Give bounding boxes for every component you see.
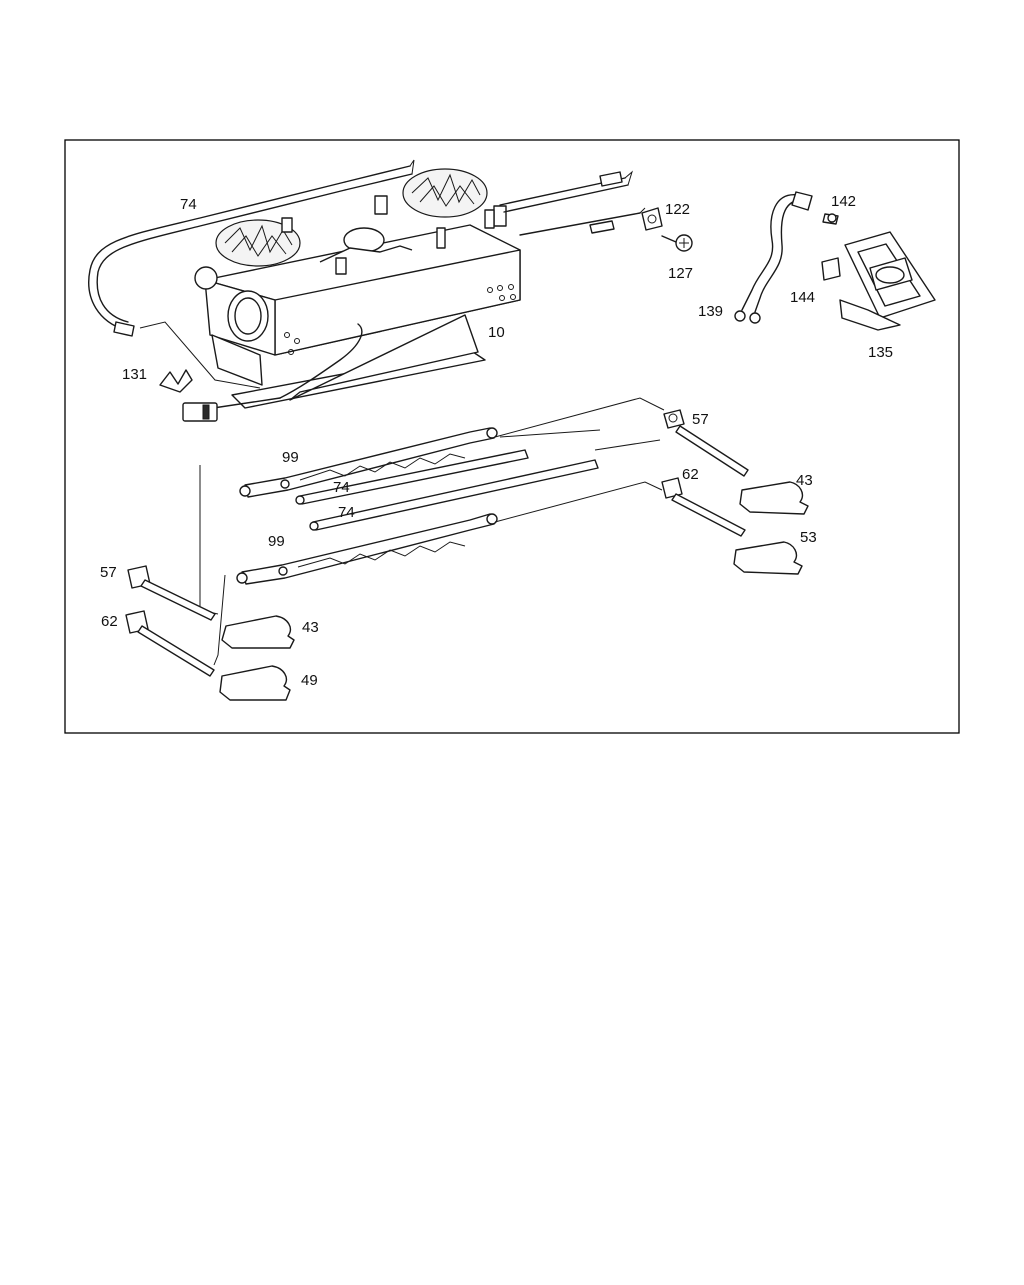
knob-53	[733, 541, 803, 575]
shaft-62-left	[125, 610, 215, 677]
screw-127	[661, 234, 693, 252]
label-62-left: 62	[101, 613, 118, 630]
label-74-mid: 74	[333, 479, 350, 496]
label-62-right: 62	[682, 466, 699, 483]
bracket-144	[821, 257, 841, 281]
connector-plug	[182, 402, 218, 422]
housing-135	[839, 231, 936, 331]
label-135: 135	[868, 344, 893, 361]
label-99-upper: 99	[282, 449, 299, 466]
label-74-top: 74	[180, 196, 197, 213]
label-43-left: 43	[302, 619, 319, 636]
spring-clip-131	[159, 369, 193, 393]
shaft-57-left	[127, 565, 216, 621]
lever-assembly-lower	[236, 513, 498, 585]
cable-74-top	[88, 159, 415, 337]
shaft-57-right	[663, 409, 749, 477]
label-144: 144	[790, 289, 815, 306]
wire-harness-139	[734, 191, 813, 324]
label-139: 139	[698, 303, 723, 320]
cables-top-right	[499, 170, 646, 236]
diagram-border	[64, 139, 960, 734]
bulb-142	[822, 213, 839, 225]
label-99-lower: 99	[268, 533, 285, 550]
label-43-right: 43	[796, 472, 813, 489]
cable-clip-122	[641, 207, 663, 231]
label-127: 127	[668, 265, 693, 282]
label-57-right: 57	[692, 411, 709, 428]
label-74-low: 74	[338, 504, 355, 521]
knob-49	[219, 665, 291, 701]
shaft-62-right	[661, 477, 746, 537]
lever-assembly-upper	[239, 427, 599, 531]
knob-43-right	[739, 481, 809, 515]
label-131: 131	[122, 366, 147, 383]
label-57-left: 57	[100, 564, 117, 581]
label-142: 142	[831, 193, 856, 210]
label-53: 53	[800, 529, 817, 546]
knob-43-left	[221, 615, 295, 649]
label-122: 122	[665, 201, 690, 218]
label-10: 10	[488, 324, 505, 341]
label-49: 49	[301, 672, 318, 689]
heater-control-unit	[182, 168, 521, 422]
